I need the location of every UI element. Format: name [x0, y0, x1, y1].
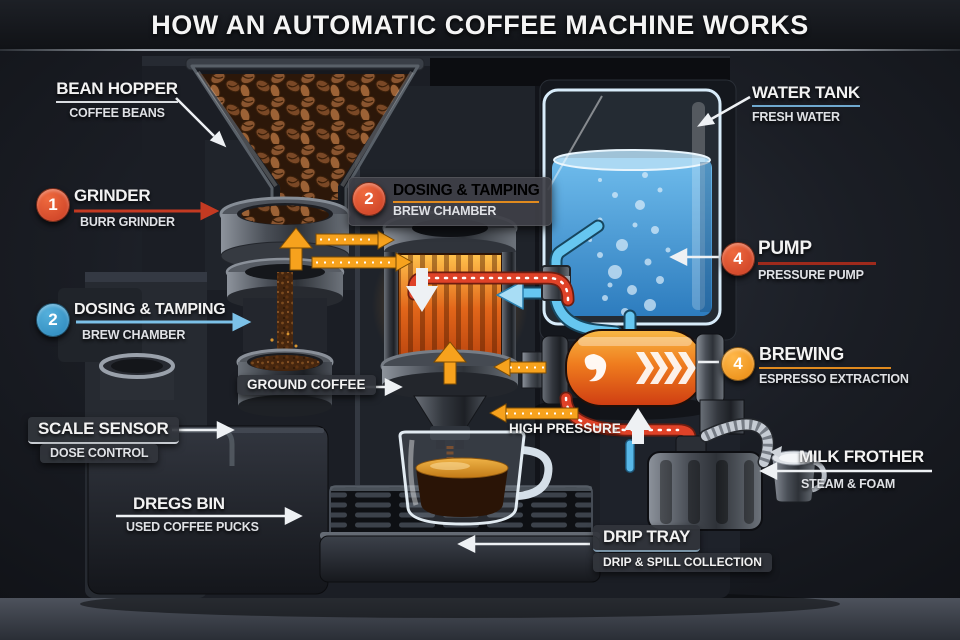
grinder-art — [219, 196, 351, 417]
milk-frother-title: MILK FROTHER — [799, 447, 924, 466]
pump-title: PUMP — [758, 238, 876, 265]
milk-frother-subtitle: STEAM & FOAM — [801, 477, 896, 491]
bean-hopper-subtitle: COFFEE BEANS — [69, 106, 165, 120]
bean-hopper-title: BEAN HOPPER — [56, 79, 178, 103]
label-high-pressure: HIGH PRESSURE — [509, 421, 621, 436]
drip-tray-subtitle: DRIP & SPILL COLLECTION — [593, 553, 772, 572]
title-bar: HOW AN AUTOMATIC COFFEE MACHINE WORKS — [0, 0, 960, 50]
label-water-tank: WATER TANK FRESH WATER — [752, 83, 860, 124]
step-2-badge-top: 2 — [352, 182, 386, 216]
grinder-subtitle: BURR GRINDER — [80, 215, 175, 229]
water-tank-art — [542, 88, 722, 326]
label-bean-hopper: BEAN HOPPER COFFEE BEANS — [56, 79, 178, 120]
milk-frother-art — [647, 418, 827, 531]
dosing-top-subtitle: BREW CHAMBER — [393, 204, 497, 218]
dregs-bin-title: DREGS BIN — [133, 494, 225, 513]
flow-arrows-white — [406, 268, 652, 444]
milk-pitcher-icon — [770, 446, 827, 503]
scale-sensor-art — [99, 353, 175, 400]
dosing-top-title: DOSING & TAMPING — [393, 182, 540, 203]
step-4-badge-pump: 4 — [721, 242, 755, 276]
title-divider — [0, 49, 960, 51]
flow-arrow-dashes — [316, 238, 576, 415]
dosing-left-title: DOSING & TAMPING — [74, 301, 226, 318]
step-1-badge: 1 — [36, 188, 70, 222]
dregs-bin-subtitle: USED COFFEE PUCKS — [126, 520, 259, 534]
scale-sensor-subtitle: DOSE CONTROL — [40, 444, 159, 463]
drip-tray-front — [319, 532, 601, 583]
pump-subtitle: PRESSURE PUMP — [758, 268, 864, 282]
dosing-left-subtitle: BREW CHAMBER — [82, 328, 186, 342]
scale-sensor-title: SCALE SENSOR — [28, 417, 179, 444]
water-bubbles — [588, 172, 671, 316]
espresso-cup-art — [398, 430, 553, 526]
water-tank-subtitle: FRESH WATER — [752, 110, 840, 124]
drip-tray-title: DRIP TRAY — [593, 525, 701, 552]
brewing-subtitle: ESPRESSO EXTRACTION — [759, 372, 909, 386]
water-tank-title: WATER TANK — [752, 83, 860, 107]
step-2-badge-left: 2 — [36, 303, 70, 337]
brewing-unit-art — [521, 329, 745, 435]
grinder-title: GRINDER — [74, 186, 151, 205]
label-dosing-tamping-top: DOSING & TAMPING BREW CHAMBER — [348, 177, 552, 226]
page-title: HOW AN AUTOMATIC COFFEE MACHINE WORKS — [151, 10, 809, 40]
brewing-title: BREWING — [759, 344, 891, 369]
label-ground-coffee: GROUND COFFEE — [237, 375, 376, 395]
label-arrows — [74, 95, 932, 554]
step-4-badge-brewing: 4 — [721, 347, 755, 381]
